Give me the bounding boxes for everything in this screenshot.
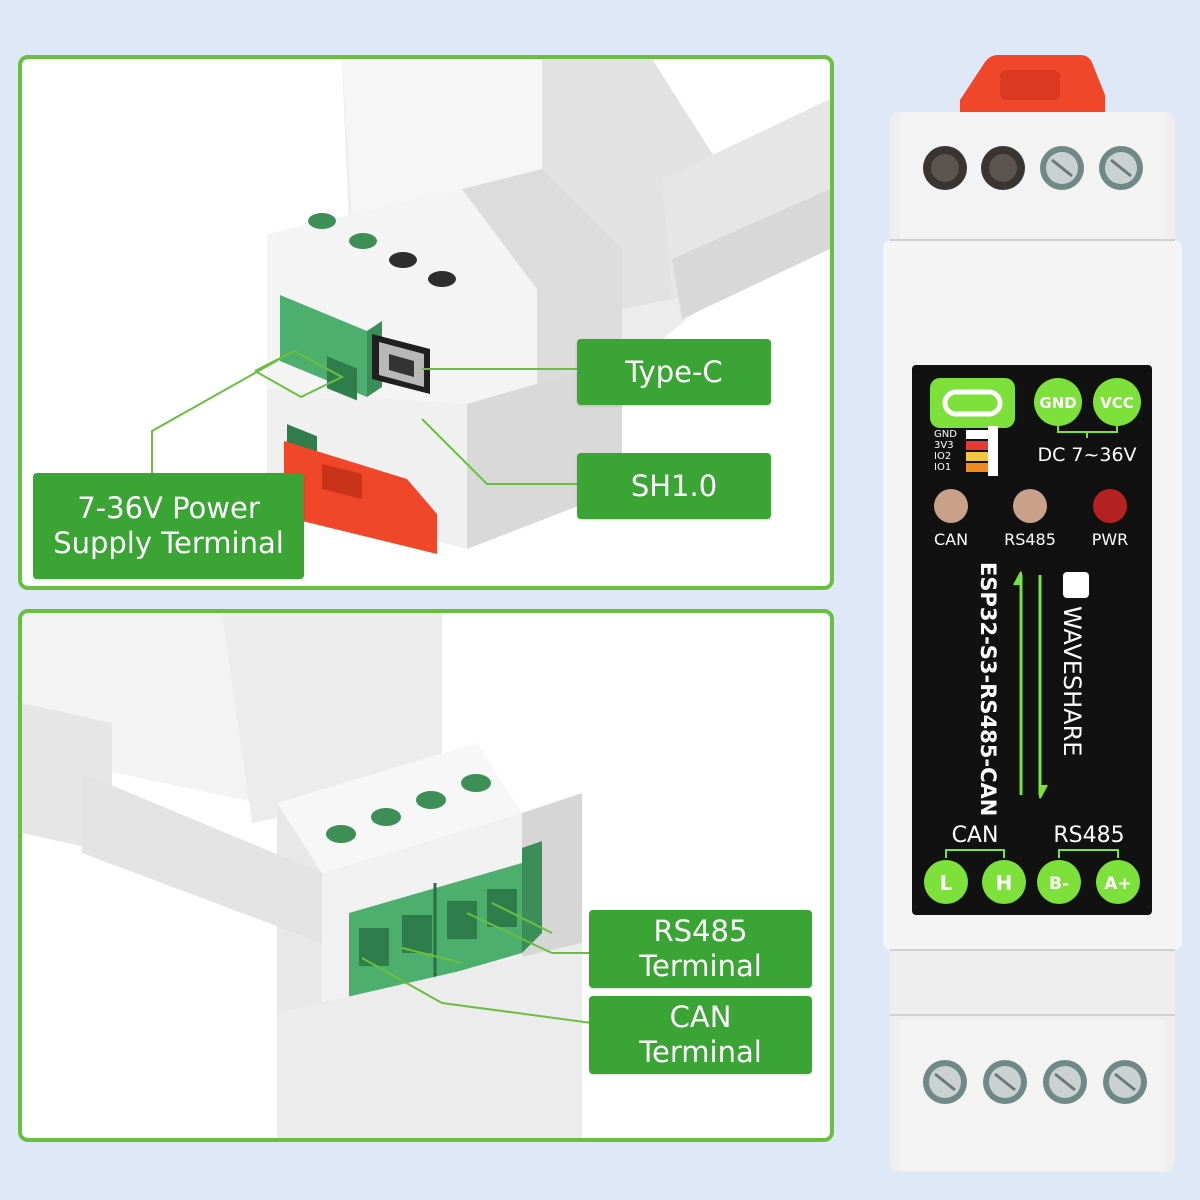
led-can-label: CAN [934, 530, 968, 549]
power-label-line1: 7-36V Power [77, 491, 260, 526]
vcc-label: VCC [1100, 394, 1134, 412]
can-terminal-callout: CAN Terminal [589, 996, 812, 1074]
rs485-label-line2: Terminal [639, 949, 762, 983]
terminal-a-label: A+ [1104, 874, 1131, 894]
device-closeup-bottom-illustration [22, 613, 593, 1138]
led-rs485-label: RS485 [1004, 530, 1056, 549]
terminal-h-label: H [996, 871, 1013, 895]
pwr-led-icon [1093, 489, 1127, 523]
type-c-label: Type-C [625, 354, 723, 389]
type-c-callout: Type-C [577, 339, 771, 405]
sh10-connector-icon [966, 426, 998, 476]
pin-io2-label: IO2 [934, 451, 951, 462]
can-label-line2: Terminal [639, 1035, 762, 1069]
power-terminal-callout: 7-36V Power Supply Terminal [33, 473, 304, 579]
photo-panel-top [18, 55, 834, 590]
terminal-b-label: B- [1049, 874, 1069, 894]
label-panel [912, 365, 1152, 915]
usb-c-icon [930, 378, 1015, 428]
waveshare-logo-icon [1063, 572, 1089, 598]
can-label-line1: CAN [669, 1000, 732, 1035]
sh10-callout: SH1.0 [577, 453, 771, 519]
rs485-terminal-callout: RS485 Terminal [589, 910, 812, 988]
rs485-port-label: RS485 [1053, 823, 1124, 848]
terminal-l-label: L [940, 871, 953, 895]
can-led-icon [934, 489, 968, 523]
rs485-led-icon [1013, 489, 1047, 523]
brand-name: WAVESHARE [1058, 606, 1086, 756]
pin-gnd-label: GND [934, 429, 957, 440]
sh10-label: SH1.0 [630, 468, 718, 503]
bottom-screw-holes [923, 1060, 1147, 1104]
dc-range-label: DC 7~36V [1037, 444, 1136, 466]
led-pwr-label: PWR [1092, 530, 1129, 549]
pin-io1-label: IO1 [934, 462, 951, 473]
rs485-label-line1: RS485 [653, 914, 748, 949]
power-label-line2: Supply Terminal [53, 526, 284, 560]
can-port-label: CAN [952, 823, 999, 848]
pin-3v3-label: 3V3 [934, 440, 954, 451]
top-screw-holes [923, 146, 1143, 190]
model-name: ESP32-S3-RS485-CAN [976, 562, 1000, 816]
gnd-label: GND [1039, 394, 1076, 412]
